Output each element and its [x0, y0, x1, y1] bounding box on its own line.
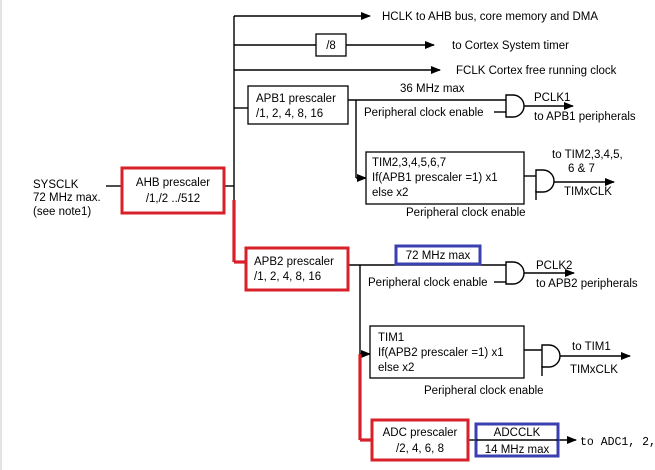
apb1-tim-title: TIM2,3,4,5,6,7 — [372, 157, 446, 169]
apb2-tim-rule2: else x2 — [378, 362, 414, 374]
apb2-max-highlight — [394, 244, 482, 266]
apb2-max-label: 72 MHz max — [406, 250, 471, 262]
and-gate-tim-apb1 — [535, 169, 555, 193]
apb1-max-label: 36 MHz max — [400, 83, 465, 95]
apb1-prescaler-title: APB1 prescaler — [256, 93, 336, 105]
apb2-prescaler-range: /1, 2, 4, 8, 16 — [254, 271, 321, 283]
adc-dest-label: to ADC1, 2, — [580, 436, 655, 449]
apb1-tim-dest-line1: to TIM2,3,4,5, — [552, 149, 623, 161]
and-gate-tim-apb2 — [541, 344, 561, 368]
pclk1-label: PCLK1 — [534, 92, 570, 104]
apb2-tim-rule1: If(APB2 prescaler =1) x1 — [378, 347, 504, 359]
apb1-timxclk-label: TIMxCLK — [564, 186, 612, 198]
apb2-dest-label: to APB2 peripherals — [536, 278, 638, 290]
apb1-tim-enable-label: Peripheral clock enable — [406, 207, 526, 219]
apb1-tim-box — [365, 151, 525, 205]
apb1-dest-label: to APB1 peripherals — [534, 111, 636, 123]
adc-prescaler-box — [370, 418, 470, 462]
apb1-prescaler-box — [247, 85, 349, 125]
adc-prescaler-range: /2, 4, 6, 8 — [396, 443, 444, 455]
adc-max-label: 14 MHz max — [485, 444, 550, 456]
left-edge-shadow — [0, 0, 2, 470]
wires — [106, 12, 631, 444]
and-gate-pclk1 — [505, 94, 525, 118]
apb2-enable-label: Peripheral clock enable — [368, 277, 488, 289]
systick-label: to Cortex System timer — [452, 40, 569, 52]
div8-box — [315, 33, 347, 57]
apb2-tim-box — [369, 325, 525, 379]
sysclk-label: SYSCLK — [33, 179, 79, 191]
apb2-tim-dest-label: to TIM1 — [572, 341, 611, 353]
apb1-enable-label: Peripheral clock enable — [364, 107, 484, 119]
ahb-prescaler-range: /1,/2 ../512 — [146, 193, 200, 205]
apb1-prescaler-range: /1, 2, 4, 8, 16 — [256, 108, 323, 120]
adc-prescaler-title: ADC prescaler — [383, 427, 458, 439]
apb1-tim-rule1: If(APB1 prescaler =1) x1 — [372, 172, 498, 184]
adcclk-label: ADCCLK — [494, 427, 541, 439]
div8-label: /8 — [326, 40, 336, 52]
apb2-timxclk-label: TIMxCLK — [570, 364, 618, 376]
apb1-tim-rule2: else x2 — [372, 187, 408, 199]
apb2-prescaler-title: APB2 prescaler — [254, 256, 334, 268]
apb1-tim-dest-line2: 6 & 7 — [568, 163, 595, 175]
apb2-prescaler-box — [244, 246, 350, 292]
apb2-tim-title: TIM1 — [378, 332, 404, 344]
fclk-label: FCLK Cortex free running clock — [456, 65, 617, 77]
apb2-tim-enable-label: Peripheral clock enable — [424, 385, 544, 397]
hclk-label: HCLK to AHB bus, core memory and DMA — [382, 11, 598, 23]
sysclk-max-label: 72 MHz max. — [33, 192, 101, 204]
ahb-prescaler-box — [120, 166, 226, 215]
sysclk-note-label: (see note1) — [33, 206, 91, 218]
and-gate-pclk2 — [505, 261, 525, 285]
ahb-prescaler-title: AHB prescaler — [136, 177, 210, 189]
pclk2-label: PCLK2 — [536, 260, 572, 272]
